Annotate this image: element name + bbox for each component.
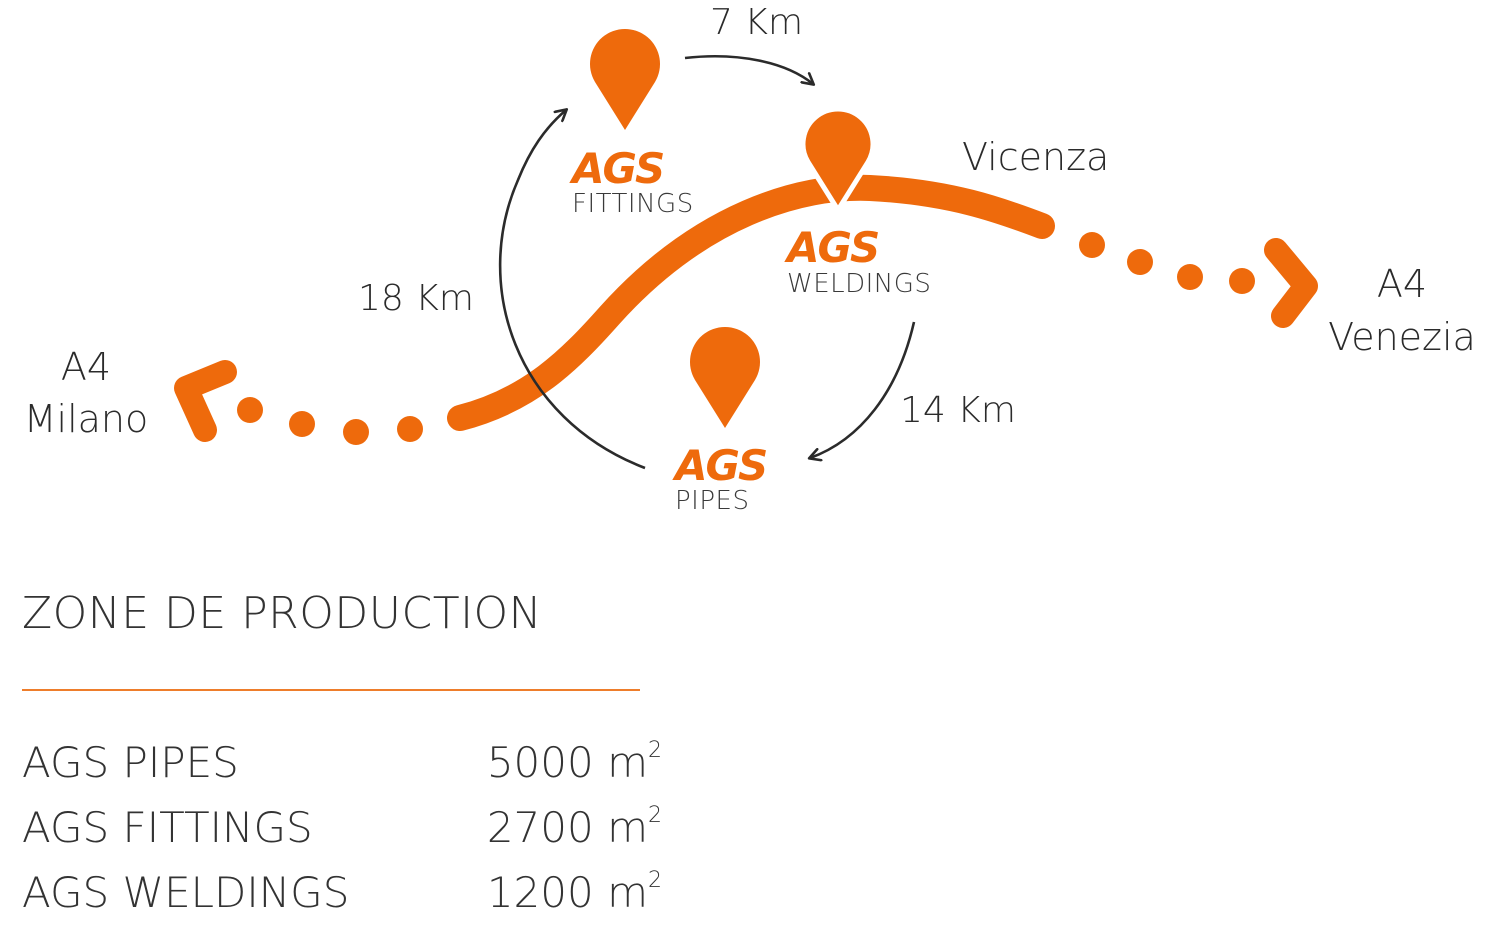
city-label-venezia: Venezia bbox=[1328, 315, 1476, 359]
ags-logo-pipes: AGS bbox=[672, 441, 766, 490]
distance-label-7km: 7 Km bbox=[710, 2, 803, 43]
stat-row: AGS WELDINGS 1200 m2 bbox=[22, 868, 662, 933]
production-stats: AGS PIPES 5000 m2 AGS FITTINGS 2700 m2 A… bbox=[22, 738, 662, 933]
site-label-pipes: PIPES bbox=[675, 486, 749, 516]
stat-row: AGS FITTINGS 2700 m2 bbox=[22, 803, 662, 868]
section-title: ZONE DE PRODUCTION bbox=[22, 588, 543, 639]
ags-logo-weldings: AGS bbox=[784, 223, 878, 272]
ags-logo-fittings: AGS bbox=[569, 144, 663, 193]
stat-value: 5000 m2 bbox=[486, 738, 662, 787]
section-divider bbox=[22, 689, 640, 691]
highway-road bbox=[447, 174, 1055, 431]
city-label-venezia-road: A4 bbox=[1377, 262, 1427, 306]
route-fittings-weldings bbox=[684, 55, 813, 84]
city-label-milano: Milano bbox=[24, 397, 149, 441]
highway-dots-west bbox=[237, 397, 423, 445]
distance-label-18km: 18 Km bbox=[358, 278, 474, 319]
city-label-vicenza: Vicenza bbox=[962, 135, 1109, 179]
stat-name: AGS WELDINGS bbox=[22, 868, 350, 917]
route-weldings-pipes bbox=[810, 321, 916, 458]
stat-name: AGS FITTINGS bbox=[22, 803, 313, 852]
site-label-fittings: FITTINGS bbox=[572, 189, 694, 219]
city-label-milano-road: A4 bbox=[61, 345, 111, 389]
stat-value: 2700 m2 bbox=[486, 803, 662, 852]
arrow-right-icon bbox=[1264, 238, 1318, 328]
stat-name: AGS PIPES bbox=[22, 738, 239, 787]
route-pipes-fittings bbox=[498, 110, 646, 470]
location-pin-icon bbox=[800, 106, 876, 215]
location-pin-icon bbox=[690, 326, 760, 428]
location-pin-icon bbox=[590, 28, 660, 130]
production-map: AGS FITTINGS AGS WELDINGS AGS PIPES 7 Km… bbox=[24, 2, 1476, 516]
arrow-left-icon bbox=[174, 360, 237, 442]
highway-dots-east bbox=[1079, 232, 1255, 294]
stat-row: AGS PIPES 5000 m2 bbox=[22, 738, 662, 803]
stat-value: 1200 m2 bbox=[486, 868, 662, 917]
distance-label-14km: 14 Km bbox=[900, 390, 1016, 431]
site-label-weldings: WELDINGS bbox=[787, 269, 931, 299]
